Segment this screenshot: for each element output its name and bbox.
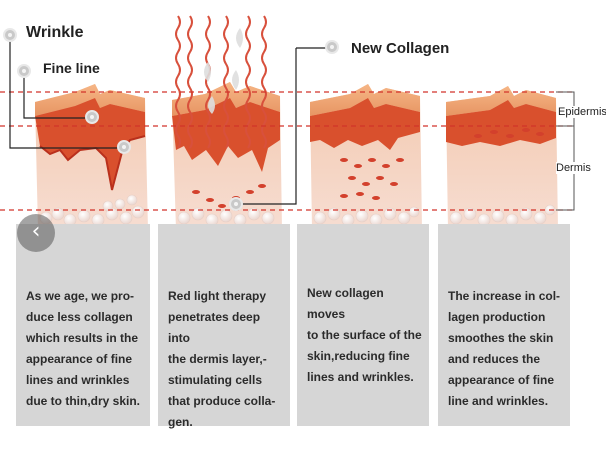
caption-panel-4: The increase in col- lagen production sm… [438,224,570,426]
fine-line-marker-dot [17,64,31,78]
fine-line-target-dot [85,110,99,124]
caption-text-2: Red light therapy penetrates deep into t… [168,289,276,429]
carousel-prev-button[interactable]: ‹ [17,214,55,252]
caption-text-4: The increase in col- lagen production sm… [448,289,561,408]
caption-text-1: As we age, we pro- duce less collagen wh… [26,289,141,408]
caption-panel-2: Red light therapy penetrates deep into t… [158,224,290,429]
caption-panel-3: New collagen moves to the surface of the… [297,224,429,426]
fine-line-label: Fine line [43,60,100,76]
skin-block-smooth [446,86,558,230]
skin-block-aging [35,84,148,230]
epidermis-label: Epidermis [558,106,606,118]
wrinkle-marker-dot [3,28,17,42]
layer-guide-lines [0,91,574,211]
new-collagen-label: New Collagen [351,40,450,57]
collagen-target-dot [229,197,243,211]
wrinkle-label: Wrinkle [26,24,84,41]
skin-block-red-light [172,15,282,230]
caption-text-3: New collagen moves to the surface of the… [307,286,422,384]
callout-lines [9,36,326,205]
dermis-label: Dermis [556,162,591,174]
layer-brackets [556,91,575,211]
caption-panel-1: As we age, we pro- duce less collagen wh… [16,224,150,426]
chevron-left-icon: ‹ [31,219,41,244]
new-collagen-marker-dot [325,40,339,54]
wrinkle-target-dot [117,140,131,154]
skin-block-new-collagen [310,84,422,230]
